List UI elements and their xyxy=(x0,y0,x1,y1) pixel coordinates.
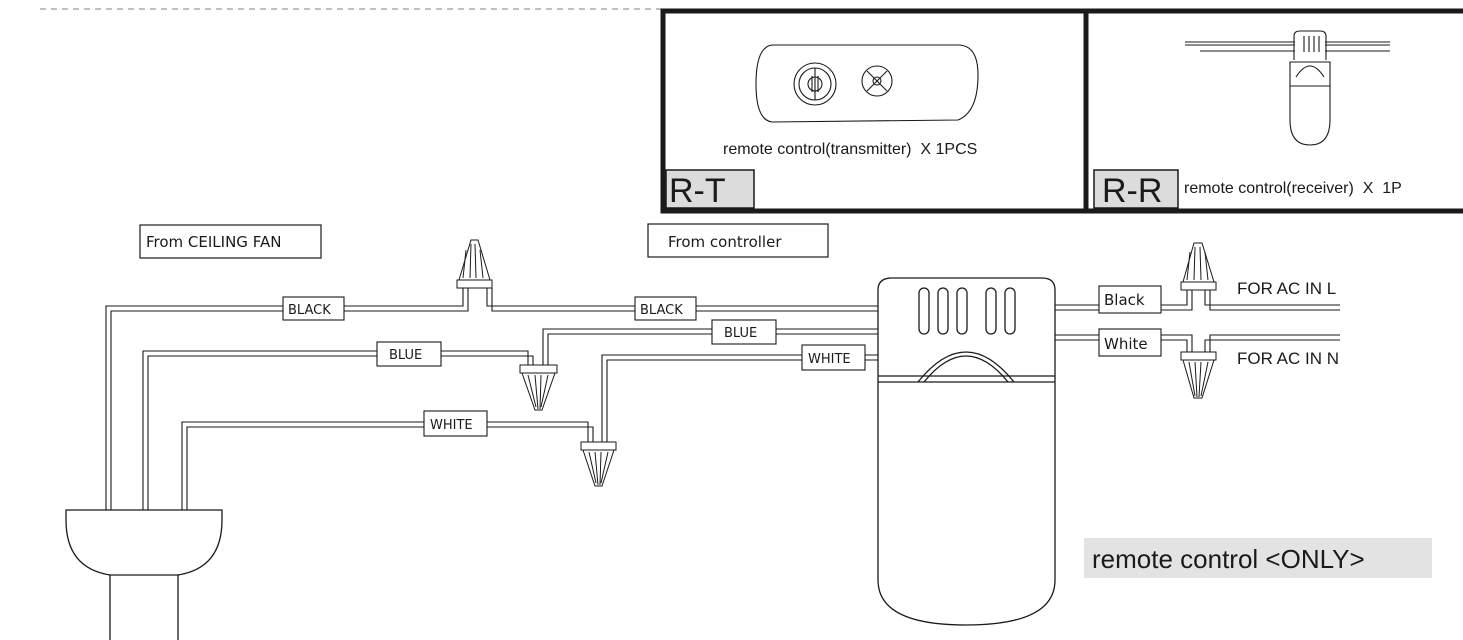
wire-label-blue-mid: BLUE xyxy=(724,326,757,341)
wire-label-blue-left: BLUE xyxy=(389,348,422,363)
wire-label-black-left: BLACK xyxy=(288,303,331,318)
remote-only-bg xyxy=(1084,538,1432,578)
wire-nut-top-left xyxy=(456,239,493,289)
receiver-body xyxy=(877,277,1056,626)
wire-nut-right-n xyxy=(1180,351,1217,399)
from-controller-box xyxy=(647,223,829,258)
wire-label-white-left: WHITE xyxy=(430,418,473,433)
transmitter-code-badge xyxy=(665,169,755,209)
wire-labels: BLACK BLACK BLUE BLUE WHITE WHITE Black … xyxy=(282,285,1162,437)
parts-panel: remote control(transmitter) X 1PCS R-T R… xyxy=(660,8,1463,214)
wire-label-black-mid: BLACK xyxy=(640,303,683,318)
wire-nuts xyxy=(456,239,1217,487)
ac-in-l-label: FOR AC IN L xyxy=(1237,279,1336,298)
transmitter-image xyxy=(755,44,979,123)
wire-nut-right-l xyxy=(1180,242,1217,291)
ceiling-fan-canopy xyxy=(65,509,223,640)
wire-label-black-right: Black xyxy=(1104,291,1145,309)
wire-nut-white xyxy=(580,441,617,487)
from-controller-label: From controller xyxy=(668,233,782,251)
receiver-image xyxy=(1185,30,1390,146)
remote-only-label: remote control <ONLY> xyxy=(1092,544,1365,574)
receiver-caption: remote control(receiver) X 1P xyxy=(1184,180,1402,197)
transmitter-code: R-T xyxy=(669,172,726,210)
wire-nut-blue xyxy=(519,364,558,411)
ac-in-n-label: FOR AC IN N xyxy=(1237,349,1339,368)
wire-label-white-right: White xyxy=(1104,335,1148,353)
from-ceiling-fan-label: From CEILING FAN xyxy=(146,233,281,251)
transmitter-caption: remote control(transmitter) X 1PCS xyxy=(723,141,977,158)
from-ceiling-fan-box xyxy=(139,224,322,259)
wire-label-white-mid: WHITE xyxy=(808,352,851,367)
receiver-code-badge xyxy=(1093,169,1179,209)
receiver-code: R-R xyxy=(1102,172,1162,210)
